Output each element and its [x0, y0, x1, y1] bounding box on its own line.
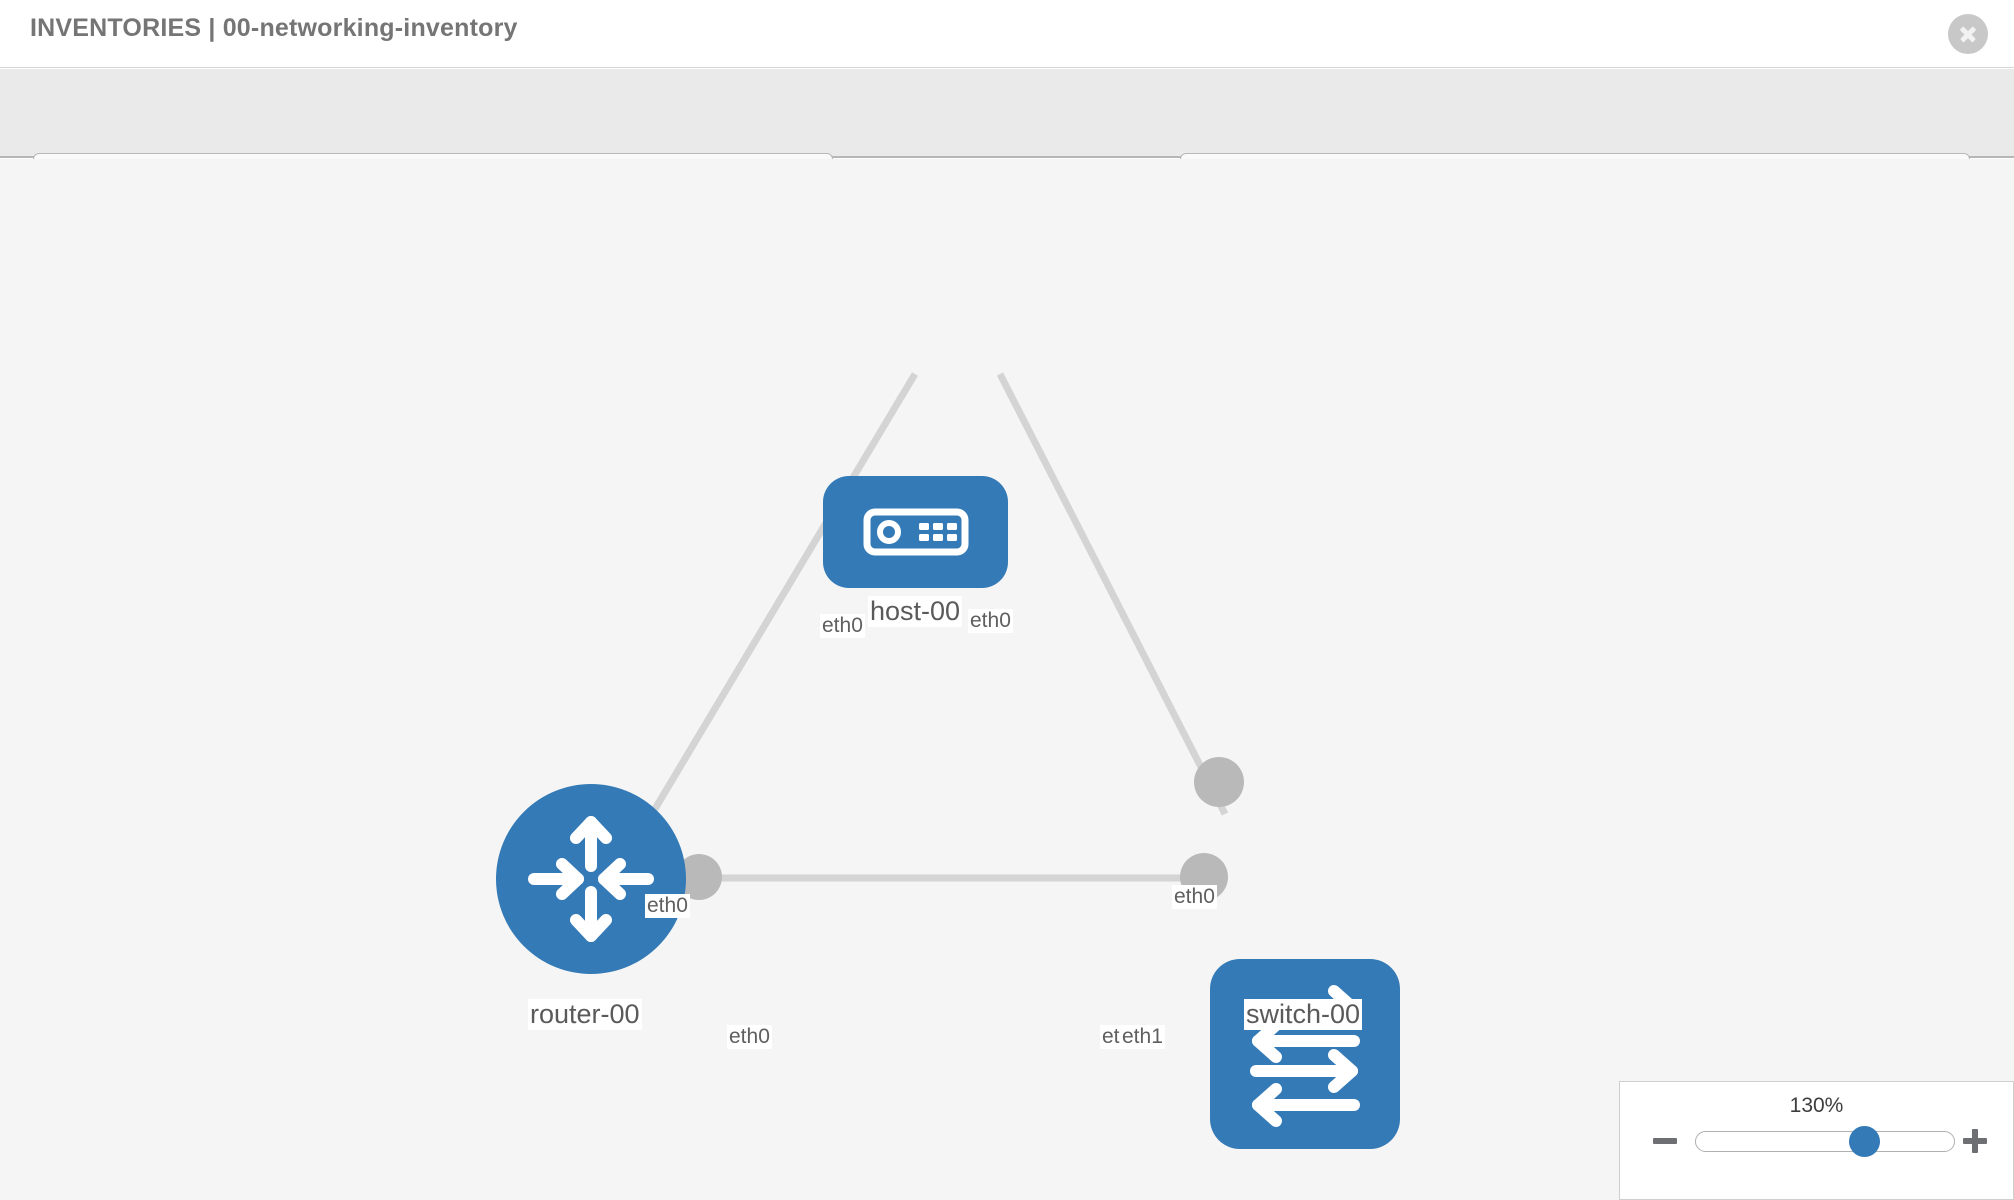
edge-label-router-up: eth0: [645, 894, 690, 919]
server-icon: [863, 508, 969, 556]
topology-canvas[interactable]: eth0 host-00 eth0 eth0 eth0 router-00 et…: [0, 159, 2014, 1200]
zoom-slider-thumb[interactable]: [1848, 1126, 1880, 1157]
page-title: INVENTORIES | 00-networking-inventory: [30, 14, 518, 42]
node-label-host-00: host-00: [868, 596, 963, 628]
node-label-router-00: router-00: [528, 999, 642, 1031]
zoom-level-value: 130%: [1789, 1094, 1844, 1117]
edge-label-router-eth0: eth0: [727, 1025, 772, 1050]
switch-icon: [1250, 985, 1360, 1127]
close-icon[interactable]: [1948, 14, 1988, 54]
edge-label-host-right: eth0: [968, 609, 1013, 634]
zoom-control-panel: 130%: [1619, 1081, 2014, 1200]
edge-label-host-left: eth0: [820, 614, 865, 639]
zoom-in-button[interactable]: [1960, 1126, 1990, 1156]
zoom-slider-track[interactable]: [1695, 1126, 1955, 1157]
edge-group: [621, 372, 1229, 882]
toolbar: ACTIONS SEARCH: [0, 69, 2014, 201]
node-label-switch-00: switch-00: [1244, 999, 1363, 1031]
port-switch-eth0[interactable]: [1194, 757, 1244, 807]
zoom-out-button[interactable]: [1650, 1126, 1680, 1156]
router-icon: [528, 816, 654, 942]
edge-label-switch-eth1: eth1: [1120, 1025, 1165, 1050]
edge-label-switch-up: eth0: [1172, 885, 1217, 910]
node-router-00[interactable]: [496, 784, 686, 974]
node-switch-00[interactable]: [1210, 959, 1400, 1149]
page-header: INVENTORIES | 00-networking-inventory: [0, 0, 2014, 68]
edge-host-router: [621, 372, 919, 861]
edge-host-switch: [996, 372, 1229, 816]
node-host-00[interactable]: [823, 476, 1008, 588]
topology-graph: [621, 372, 1229, 882]
